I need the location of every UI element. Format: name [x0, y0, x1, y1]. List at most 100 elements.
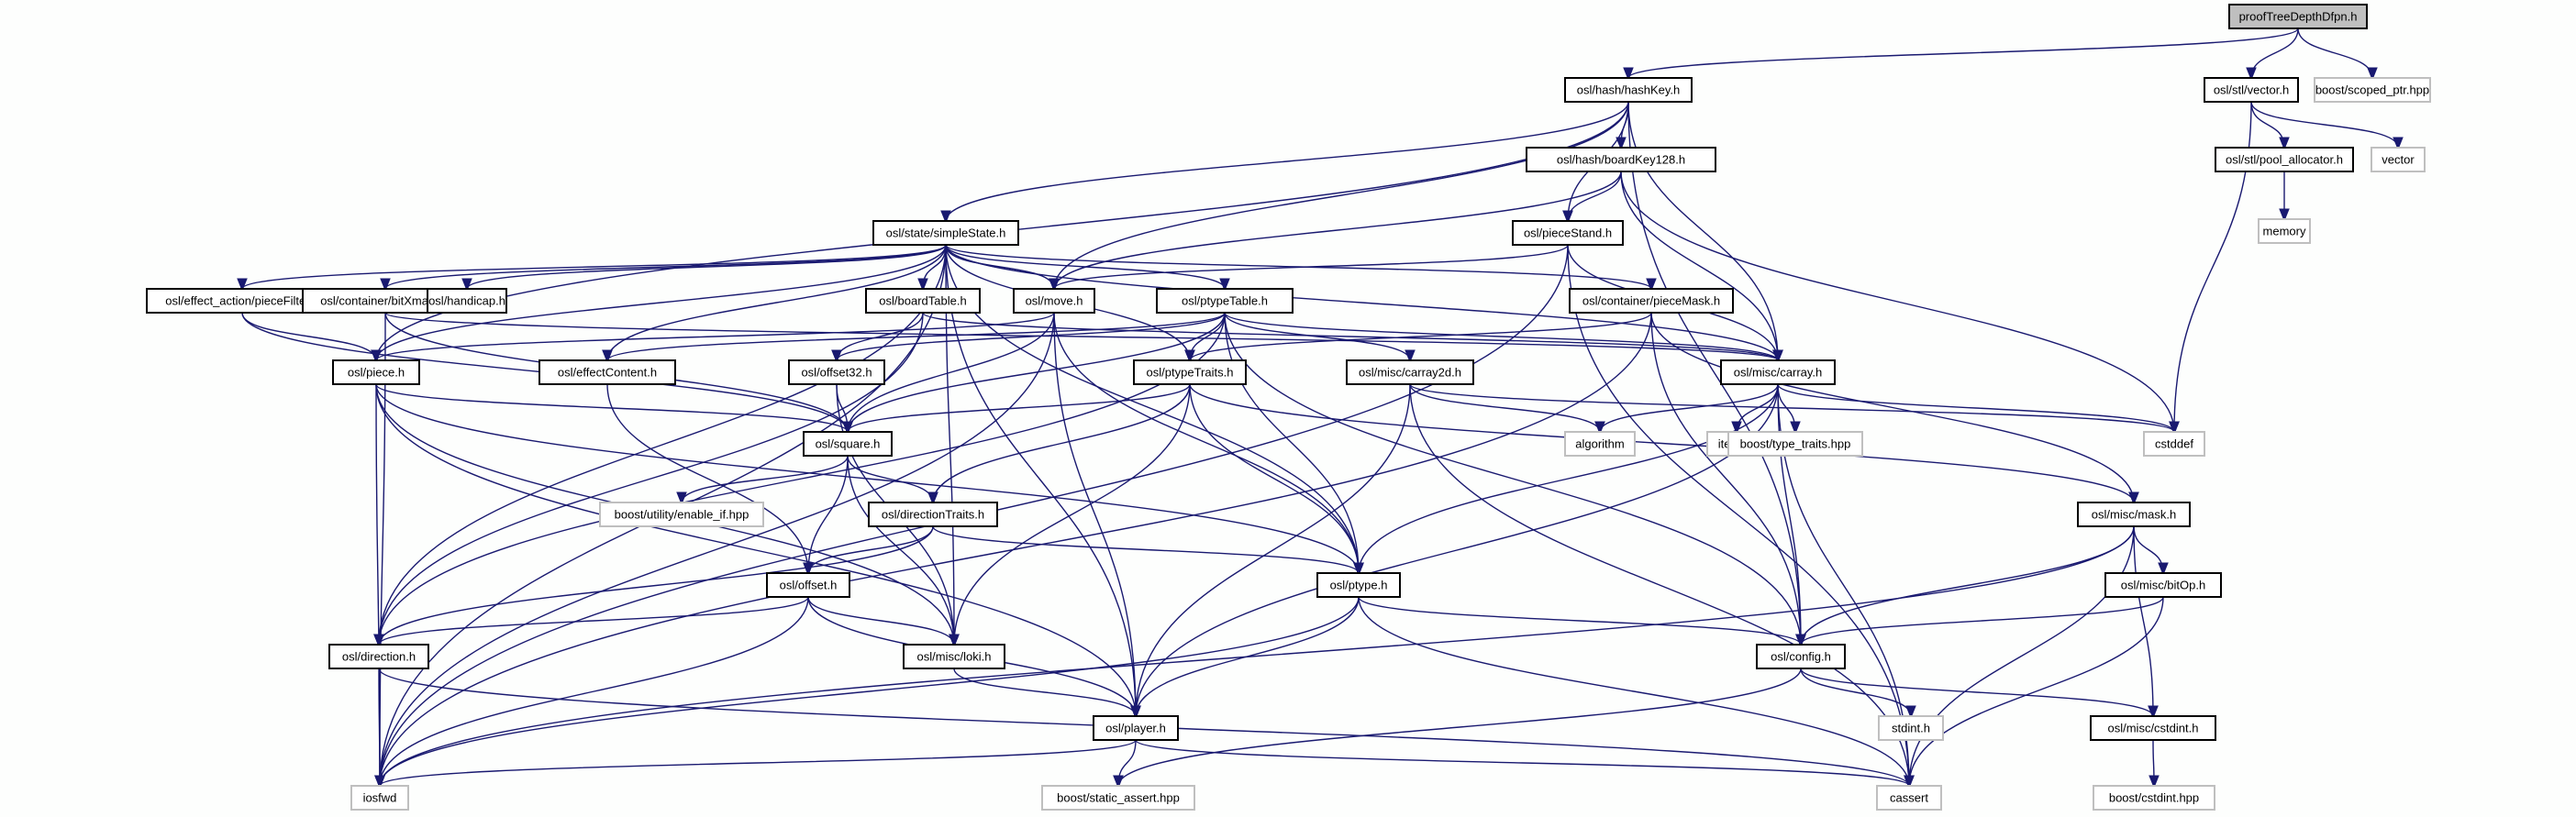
node-box	[2215, 147, 2354, 172]
node-label: cstddef	[2155, 437, 2193, 451]
node-vector: vector	[2371, 147, 2426, 172]
node-label: memory	[2263, 225, 2306, 238]
node-label: cassert	[1890, 791, 1928, 805]
node-box	[1512, 220, 1624, 246]
node-box	[2093, 785, 2215, 811]
node-box	[1564, 431, 1636, 457]
edge-move-to-player	[1053, 312, 1136, 716]
node-box	[1316, 572, 1401, 598]
edge-carray2d-to-player	[1136, 383, 1411, 716]
node-root[interactable]: proofTreeDepthDfpn.h	[2228, 4, 2368, 29]
edge-pieceMask-to-iosfwd	[380, 312, 1652, 786]
node-piece[interactable]: osl/piece.h	[332, 359, 420, 385]
node-ptypeTraits[interactable]: osl/ptypeTraits.h	[1133, 359, 1247, 385]
node-label: osl/pieceStand.h	[1524, 226, 1612, 240]
node-label: boost/type_traits.hpp	[1740, 437, 1851, 451]
node-square[interactable]: osl/square.h	[803, 431, 893, 457]
node-box	[1346, 359, 1474, 385]
node-carray[interactable]: osl/misc/carray.h	[1720, 359, 1836, 385]
edge-bitOp-to-cassert	[1909, 596, 2164, 786]
node-label: osl/directionTraits.h	[882, 508, 984, 522]
edge-ptypeTable-to-effectContent	[607, 312, 1226, 360]
edge-piece-to-player	[375, 383, 1136, 716]
node-box	[2314, 77, 2431, 103]
node-move[interactable]: osl/move.h	[1013, 288, 1095, 314]
node-mask[interactable]: osl/misc/mask.h	[2077, 502, 2191, 527]
edge-ptypeTable-to-config	[1224, 312, 1801, 645]
node-simpleState[interactable]: osl/state/simpleState.h	[872, 220, 1019, 246]
node-box	[903, 644, 1005, 669]
node-iosfwd: iosfwd	[350, 785, 409, 811]
node-label: osl/player.h	[1105, 722, 1166, 735]
edge-simpleState-to-piece	[376, 244, 947, 360]
edge-mask-to-bitOp	[2133, 525, 2163, 573]
node-carray2d[interactable]: osl/misc/carray2d.h	[1346, 359, 1474, 385]
node-ptypeTable[interactable]: osl/ptypeTable.h	[1156, 288, 1294, 314]
node-box	[1526, 147, 1716, 172]
node-label: iosfwd	[363, 791, 397, 805]
node-label: stdint.h	[1892, 722, 1930, 735]
node-box	[328, 644, 429, 669]
node-config[interactable]: osl/config.h	[1756, 644, 1846, 669]
node-label: osl/direction.h	[342, 650, 416, 664]
edge-hashKey-to-config	[1627, 101, 1801, 645]
node-box	[872, 220, 1019, 246]
node-label: osl/misc/loki.h	[917, 650, 992, 664]
node-loki[interactable]: osl/misc/loki.h	[903, 644, 1005, 669]
node-box	[803, 431, 893, 457]
node-box	[1720, 359, 1836, 385]
node-box	[1564, 77, 1693, 103]
node-handicap[interactable]: osl/handicap.h	[427, 288, 507, 314]
edge-hashKey-to-move	[1054, 101, 1629, 289]
node-effectContent[interactable]: osl/effectContent.h	[539, 359, 676, 385]
node-box	[2371, 147, 2426, 172]
edge-directionTraits-to-offset	[808, 525, 934, 573]
edge-direction-to-iosfwd	[379, 668, 380, 786]
node-box	[788, 359, 885, 385]
node-offset[interactable]: osl/offset.h	[766, 572, 850, 598]
node-box	[1878, 715, 1944, 741]
node-pieceMask[interactable]: osl/container/pieceMask.h	[1569, 288, 1734, 314]
node-stlvector[interactable]: osl/stl/vector.h	[2204, 77, 2299, 103]
edge-move-to-iosfwd	[380, 312, 1055, 786]
node-directionTraits[interactable]: osl/directionTraits.h	[868, 502, 998, 527]
node-box	[868, 502, 998, 527]
node-ptype[interactable]: osl/ptype.h	[1316, 572, 1401, 598]
edges-layer	[242, 28, 2398, 786]
edge-ptypeTable-to-ptype	[1224, 312, 1359, 573]
node-type_traits: boost/type_traits.hpp	[1727, 431, 1863, 457]
node-label: proofTreeDepthDfpn.h	[2239, 10, 2358, 24]
node-label: osl/misc/mask.h	[2092, 508, 2176, 522]
node-box	[865, 288, 981, 314]
node-box	[599, 502, 764, 527]
node-label: boost/scoped_ptr.hpp	[2315, 83, 2429, 97]
node-direction[interactable]: osl/direction.h	[328, 644, 429, 669]
node-box	[1133, 359, 1247, 385]
node-hashKey[interactable]: osl/hash/hashKey.h	[1564, 77, 1693, 103]
edge-mask-to-cstdint	[2133, 525, 2153, 716]
node-pieceStand[interactable]: osl/pieceStand.h	[1512, 220, 1624, 246]
edge-carray-to-cassert	[1777, 383, 1909, 786]
node-pool_allocator[interactable]: osl/stl/pool_allocator.h	[2215, 147, 2354, 172]
edge-ptypeTable-to-carray2d	[1224, 312, 1410, 360]
node-boardKey128[interactable]: osl/hash/boardKey128.h	[1526, 147, 1716, 172]
node-player[interactable]: osl/player.h	[1093, 715, 1179, 741]
edge-simpleState-to-pieceMask	[945, 244, 1651, 289]
edge-pieceMask-to-mask	[1650, 312, 2134, 502]
edge-boardKey128-to-carray	[1620, 171, 1778, 360]
edge-ptype-to-iosfwd	[380, 596, 1360, 786]
node-cstdint[interactable]: osl/misc/cstdint.h	[2090, 715, 2216, 741]
edge-square-to-enable_if	[682, 455, 849, 502]
node-memory: memory	[2258, 218, 2311, 244]
node-label: osl/ptype.h	[1330, 579, 1388, 592]
node-offset32[interactable]: osl/offset32.h	[788, 359, 885, 385]
node-cstddef: cstddef	[2143, 431, 2205, 457]
node-bitOp[interactable]: osl/misc/bitOp.h	[2104, 572, 2222, 598]
edge-cstdint-to-cstdint_hpp	[2153, 739, 2154, 786]
node-boardTable[interactable]: osl/boardTable.h	[865, 288, 981, 314]
node-box	[1156, 288, 1294, 314]
edge-ptypeTraits-to-mask	[1189, 383, 2134, 502]
edge-square-to-loki	[847, 455, 954, 645]
node-label: vector	[2382, 153, 2415, 167]
